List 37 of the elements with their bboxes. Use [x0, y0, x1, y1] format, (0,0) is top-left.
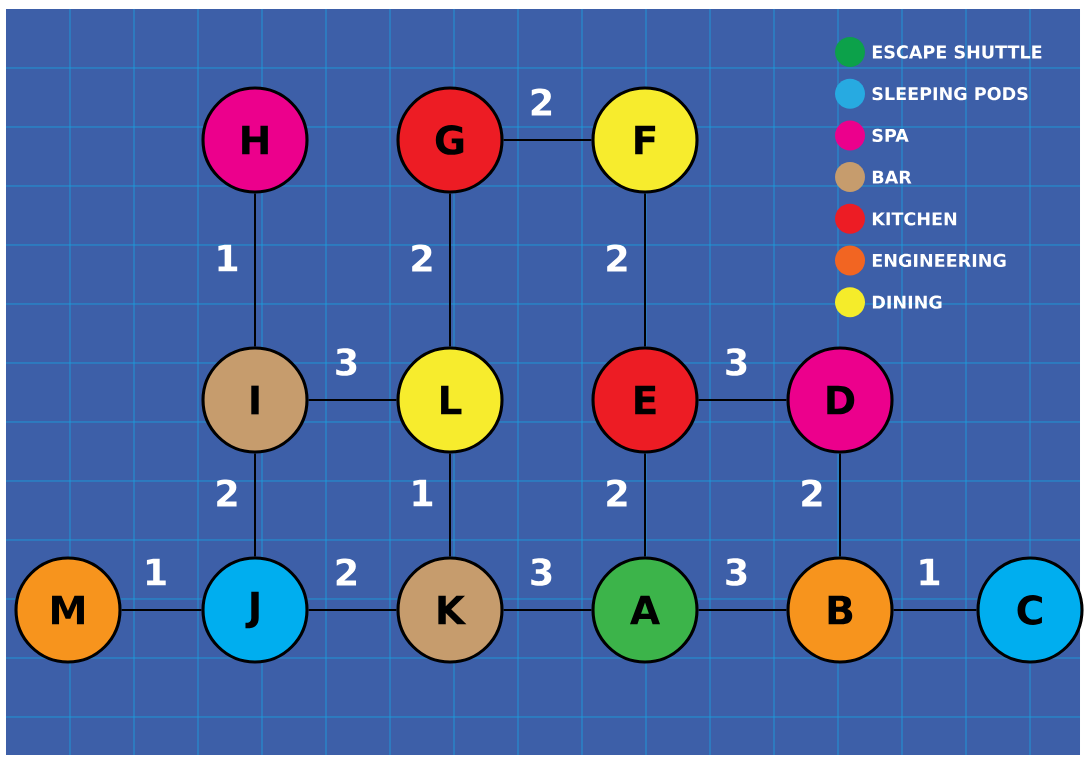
weight-label: 2: [607, 244, 627, 272]
weight-label: 1: [218, 244, 238, 272]
weight-label: 2: [802, 479, 822, 507]
legend-label: BAR: [872, 170, 912, 184]
connector-line: [307, 399, 398, 401]
legend-label: KITCHEN: [872, 212, 957, 226]
legend-label: ENGINEERING: [872, 253, 1006, 268]
weight-label: 2: [607, 479, 627, 507]
connector-line: [449, 452, 451, 558]
connector-line: [892, 609, 978, 611]
connector-line: [254, 192, 256, 348]
connector-line: [254, 452, 256, 558]
connector-line: [502, 609, 593, 611]
connector-line: [502, 139, 593, 141]
weight-label: 1: [920, 558, 940, 586]
connector-line: [644, 192, 646, 348]
connector-line: [839, 452, 841, 558]
weight-label: 3: [531, 558, 552, 586]
connector-line: [307, 609, 398, 611]
connector-line: [449, 192, 451, 348]
legend-label: DINING: [872, 295, 942, 309]
weight-label: 2: [336, 558, 357, 586]
weight-label: 3: [726, 558, 747, 586]
weight-label: 1: [413, 479, 433, 507]
weight-label: 2: [412, 244, 432, 272]
weight-label: 1: [146, 558, 166, 586]
legend-label: SPA: [872, 128, 909, 143]
connector-line: [697, 399, 788, 401]
weight-label: 3: [726, 348, 747, 376]
connector-line: [120, 609, 203, 611]
legend-label: ESCAPE SHUTTLE: [872, 45, 1042, 59]
weight-label: 2: [217, 479, 237, 507]
legend-label: SLEEPING PODS: [872, 87, 1028, 101]
weight-label: 2: [531, 88, 552, 116]
weight-label: 3: [336, 348, 357, 376]
connector-line: [697, 609, 788, 611]
connector-line: [644, 452, 646, 558]
